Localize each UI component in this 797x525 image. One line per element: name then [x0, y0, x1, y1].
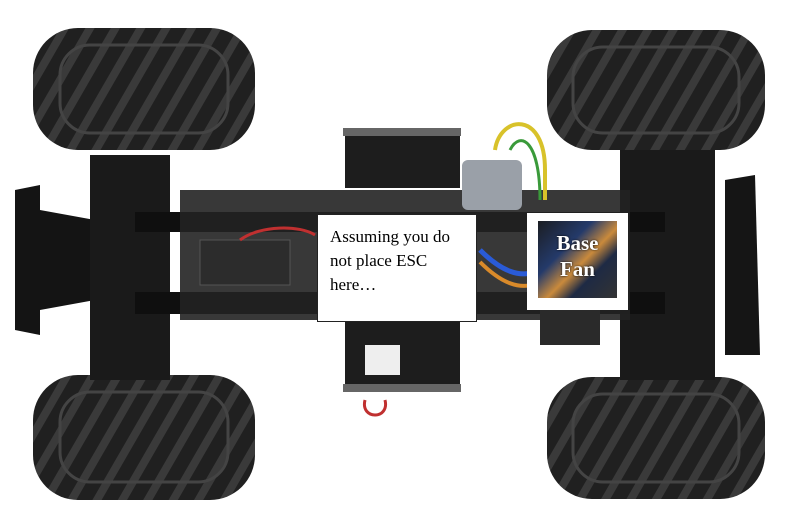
- tire-front-left: [33, 28, 255, 150]
- fan-label-line1: Base: [556, 231, 599, 255]
- base-fan-box: Base Fan: [527, 213, 628, 310]
- esc-note-callout: Assuming you do not place ESC here…: [317, 214, 477, 322]
- base-fan-label: Base Fan: [538, 221, 617, 298]
- tire-rear-left: [33, 375, 255, 500]
- fan-label-line2: Fan: [559, 257, 595, 281]
- tire-front-right: [547, 30, 765, 150]
- tire-rear-right: [547, 377, 765, 499]
